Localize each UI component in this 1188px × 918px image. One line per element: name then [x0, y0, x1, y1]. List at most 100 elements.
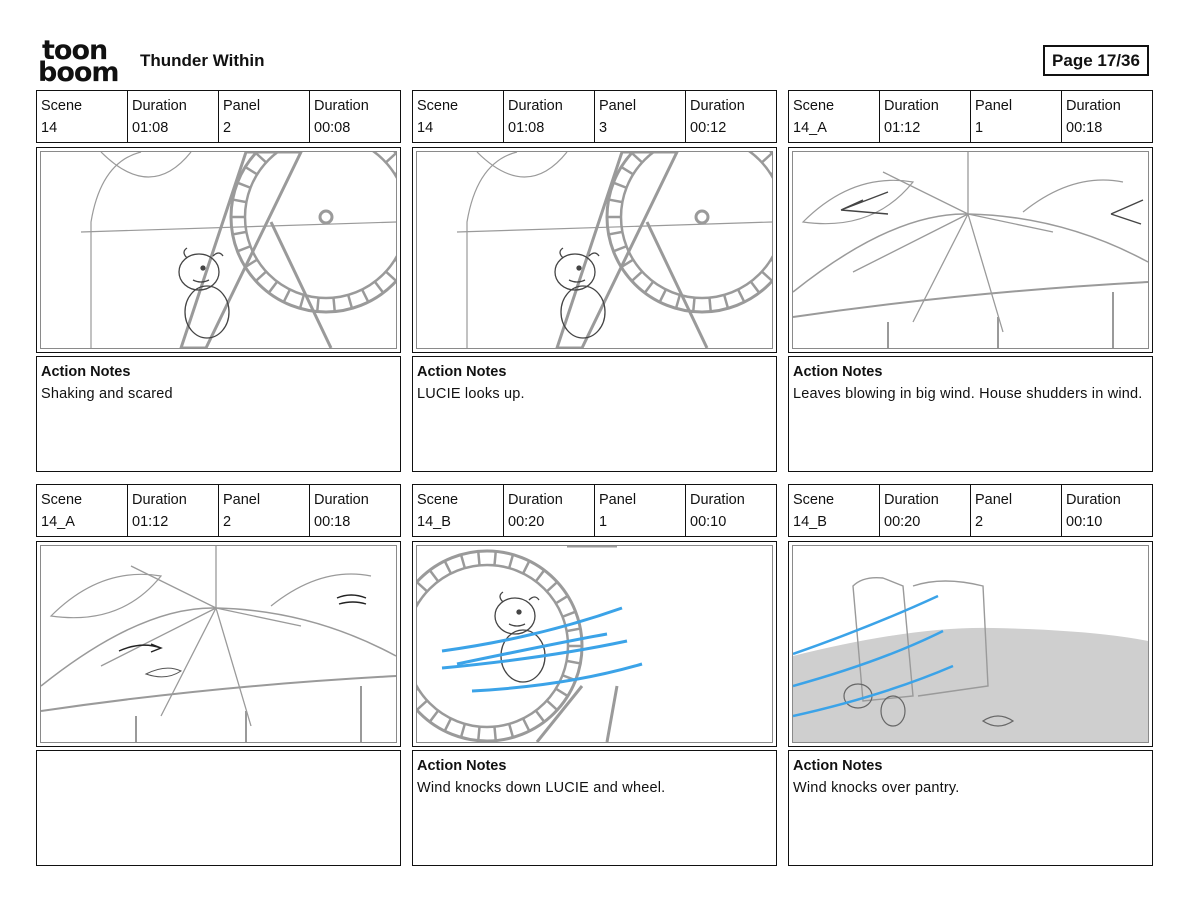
document-title: Thunder Within	[140, 51, 265, 70]
panel-duration-cell: Duration 00:08	[310, 91, 400, 142]
panel-duration-cell: Duration 00:10	[686, 485, 776, 536]
panel-duration-value: 00:08	[314, 120, 351, 136]
panel-number-cell: Panel 2	[219, 91, 310, 142]
duration-label: Duration	[508, 492, 563, 508]
panel-number-value: 2	[223, 514, 232, 530]
panel-number-cell: Panel 1	[971, 91, 1062, 142]
scene-duration-cell: Duration 01:08	[128, 91, 219, 142]
scene-value: 14_B	[417, 514, 451, 530]
page-indicator: Page 17/36	[1043, 45, 1149, 76]
panel-drawing-frame	[788, 147, 1153, 353]
logo-text-bottom: boom	[38, 57, 120, 88]
scene-duration-cell: Duration 01:12	[128, 485, 219, 536]
scene-label: Scene	[793, 98, 835, 114]
duration-label: Duration	[132, 492, 187, 508]
panel-info-row: Scene 14_A Duration 01:12 Panel 1 Durati…	[788, 90, 1153, 143]
scene-duration-cell: Duration 01:12	[880, 91, 971, 142]
action-notes-text: Leaves blowing in big wind. House shudde…	[793, 386, 1143, 402]
action-notes-text: LUCIE looks up.	[417, 386, 525, 402]
panel-duration-cell: Duration 00:18	[1062, 91, 1152, 142]
duration-label: Duration	[132, 98, 187, 114]
panel-drawing-frame	[36, 541, 401, 747]
panel-number-cell: Panel 3	[595, 91, 686, 142]
scene-cell: Scene 14_A	[37, 485, 128, 536]
panel-label: Panel	[223, 492, 261, 508]
action-notes-title: Action Notes	[417, 758, 507, 774]
scene-duration-cell: Duration 00:20	[880, 485, 971, 536]
panel-duration-cell: Duration 00:12	[686, 91, 776, 142]
scene-cell: Scene 14_A	[789, 91, 880, 142]
action-notes-box: Action Notes Wind knocks over pantry.	[788, 750, 1153, 866]
scene-duration-cell: Duration 01:08	[504, 91, 595, 142]
panel-label: Panel	[975, 492, 1013, 508]
duration-label: Duration	[314, 492, 369, 508]
action-notes-box: Action Notes Leaves blowing in big wind.…	[788, 356, 1153, 472]
scene-cell: Scene 14	[413, 91, 504, 142]
scene-duration-value: 01:12	[132, 514, 169, 530]
panel-sketch	[792, 545, 1149, 743]
scene-label: Scene	[793, 492, 835, 508]
scene-value: 14_A	[793, 120, 827, 136]
scene-label: Scene	[417, 492, 459, 508]
scene-value: 14_B	[793, 514, 827, 530]
panel-number-value: 1	[975, 120, 984, 136]
panel-number-cell: Panel 2	[971, 485, 1062, 536]
panel-sketch	[792, 151, 1149, 349]
panel-label: Panel	[975, 98, 1013, 114]
panel-label: Panel	[599, 492, 637, 508]
duration-label: Duration	[690, 98, 745, 114]
scene-label: Scene	[417, 98, 459, 114]
panel-label: Panel	[223, 98, 261, 114]
panel-number-cell: Panel 2	[219, 485, 310, 536]
panel-duration-cell: Duration 00:18	[310, 485, 400, 536]
panel-sketch	[416, 545, 773, 743]
panel-sketch	[40, 545, 397, 743]
scene-cell: Scene 14	[37, 91, 128, 142]
scene-value: 14_A	[41, 514, 75, 530]
panel-sketch	[40, 151, 397, 349]
duration-label: Duration	[314, 98, 369, 114]
scene-label: Scene	[41, 492, 83, 508]
duration-label: Duration	[1066, 492, 1121, 508]
action-notes-title: Action Notes	[793, 758, 883, 774]
action-notes-box: Action Notes Shaking and scared	[36, 356, 401, 472]
scene-duration-value: 00:20	[508, 514, 545, 530]
panel-drawing-frame	[412, 541, 777, 747]
duration-label: Duration	[884, 98, 939, 114]
panel-number-value: 2	[223, 120, 232, 136]
scene-cell: Scene 14_B	[413, 485, 504, 536]
action-notes-title: Action Notes	[41, 364, 131, 380]
logo-text-top: toon	[42, 35, 108, 66]
panel-duration-value: 00:12	[690, 120, 727, 136]
action-notes-title: Action Notes	[793, 364, 883, 380]
action-notes-text: Wind knocks over pantry.	[793, 780, 960, 796]
action-notes-box: Action Notes Wind knocks down LUCIE and …	[412, 750, 777, 866]
panel-info-row: Scene 14_A Duration 01:12 Panel 2 Durati…	[36, 484, 401, 537]
panel-number-value: 1	[599, 514, 608, 530]
action-notes-title: Action Notes	[417, 364, 507, 380]
scene-cell: Scene 14_B	[789, 485, 880, 536]
panel-duration-value: 00:10	[1066, 514, 1103, 530]
panel-info-row: Scene 14 Duration 01:08 Panel 2 Duration…	[36, 90, 401, 143]
duration-label: Duration	[884, 492, 939, 508]
panel-duration-cell: Duration 00:10	[1062, 485, 1152, 536]
scene-duration-value: 01:08	[508, 120, 545, 136]
panel-duration-value: 00:10	[690, 514, 727, 530]
panel-drawing-frame	[412, 147, 777, 353]
scene-duration-value: 01:08	[132, 120, 169, 136]
panel-number-value: 3	[599, 120, 608, 136]
panel-duration-value: 00:18	[314, 514, 351, 530]
panel-label: Panel	[599, 98, 637, 114]
action-notes-text: Shaking and scared	[41, 386, 173, 402]
panel-info-row: Scene 14_B Duration 00:20 Panel 2 Durati…	[788, 484, 1153, 537]
panel-drawing-frame	[788, 541, 1153, 747]
scene-label: Scene	[41, 98, 83, 114]
toonboom-logo: toon boom	[38, 35, 128, 88]
scene-duration-value: 00:20	[884, 514, 921, 530]
panel-info-row: Scene 14_B Duration 00:20 Panel 1 Durati…	[412, 484, 777, 537]
scene-duration-value: 01:12	[884, 120, 921, 136]
panel-duration-value: 00:18	[1066, 120, 1103, 136]
duration-label: Duration	[508, 98, 563, 114]
action-notes-box: Action Notes LUCIE looks up.	[412, 356, 777, 472]
scene-duration-cell: Duration 00:20	[504, 485, 595, 536]
